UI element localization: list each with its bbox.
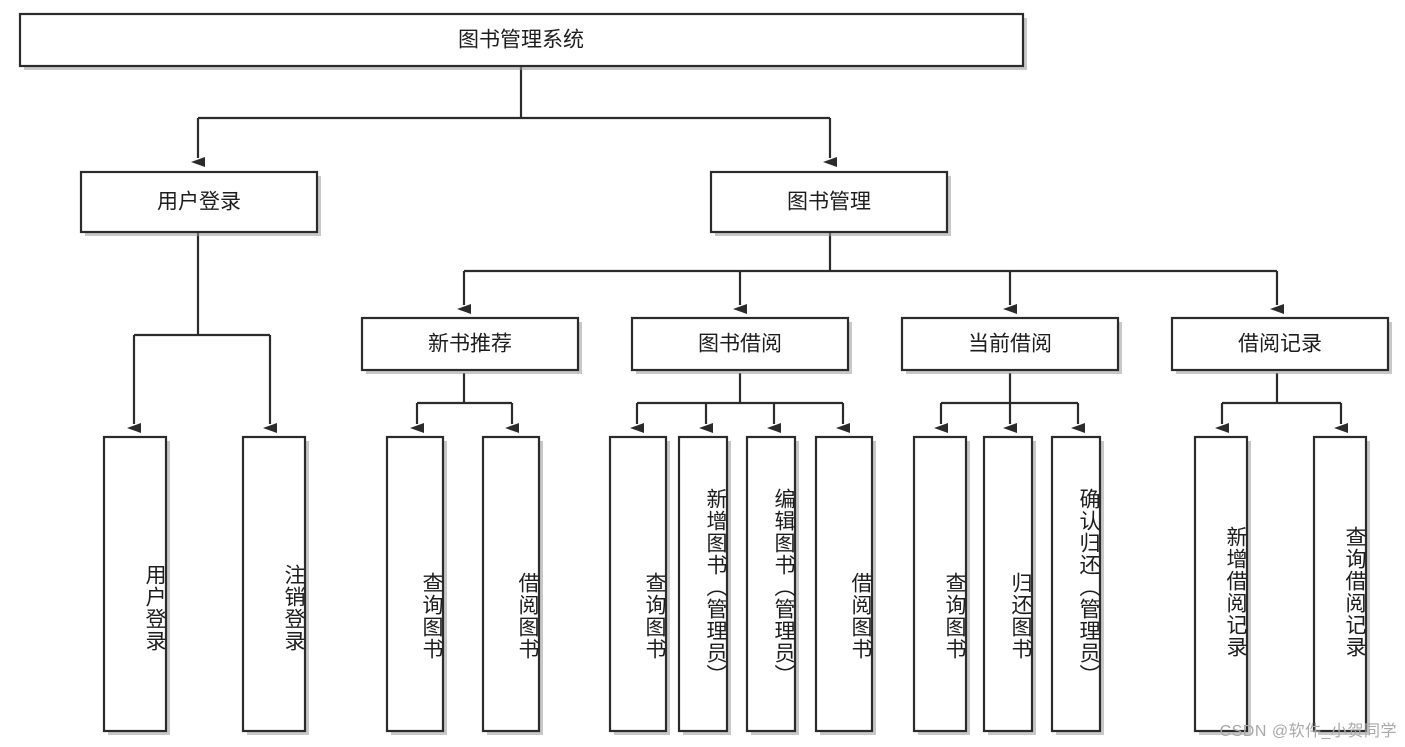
leaf-record-2-box [1312,435,1368,733]
leaf-current-3-box [1050,435,1102,733]
node-root-label: 图书管理系统 [458,29,584,52]
leaf-user-login-2[interactable] [241,435,309,735]
node-book-borrow[interactable]: 图书借阅 [630,316,852,374]
node-book-manage-label: 图书管理 [787,191,871,214]
leaf-borrow-3[interactable] [745,435,799,735]
leaf-borrow-3-box [745,435,797,733]
node-current-borrow[interactable]: 当前借阅 [900,316,1122,374]
leaf-borrow-4[interactable] [814,435,876,735]
node-borrow-record-label: 借阅记录 [1238,333,1322,356]
leaf-borrow-1-box [608,435,668,733]
node-book-borrow-box [630,316,850,372]
leaf-borrow-2[interactable] [677,435,731,735]
leaf-current-2[interactable] [982,435,1036,735]
leaf-recommend-2[interactable] [481,435,543,735]
node-user-login-label: 用户登录 [157,191,241,214]
node-current-borrow-label: 当前借阅 [968,333,1052,356]
leaf-current-2-box [982,435,1034,733]
leaf-user-login-2-box [241,435,307,733]
node-user-login-box [79,170,319,234]
leaf-record-2[interactable] [1312,435,1370,735]
connector-layer [127,66,1348,433]
node-new-book-recommend-label: 新书推荐 [428,333,512,356]
node-borrow-record-box [1170,316,1390,372]
leaf-user-login-1-box [102,435,168,733]
leaf-current-1[interactable] [912,435,970,735]
leaf-recommend-1[interactable] [385,435,447,735]
node-current-borrow-box [900,316,1120,372]
node-root[interactable]: 图书管理系统 [18,12,1027,70]
node-user-login[interactable]: 用户登录 [79,170,321,236]
node-book-manage-box [709,170,949,234]
leaf-record-1-box [1193,435,1249,733]
leaf-current-3[interactable] [1050,435,1104,735]
node-new-book-recommend-box [360,316,580,372]
leaf-record-1[interactable] [1193,435,1251,735]
leaf-recommend-2-box [481,435,541,733]
node-book-borrow-label: 图书借阅 [698,333,782,356]
node-book-manage[interactable]: 图书管理 [709,170,951,236]
node-root-box [18,12,1025,68]
leaf-borrow-4-box [814,435,874,733]
leaf-current-1-box [912,435,968,733]
leaf-recommend-1-box [385,435,445,733]
node-new-book-recommend[interactable]: 新书推荐 [360,316,582,374]
node-borrow-record[interactable]: 借阅记录 [1170,316,1392,374]
leaf-borrow-2-box [677,435,729,733]
leaf-user-login-1[interactable] [102,435,170,735]
watermark-text: CSDN @软件_小贺同学 [1219,723,1397,740]
leaf-borrow-1[interactable] [608,435,670,735]
